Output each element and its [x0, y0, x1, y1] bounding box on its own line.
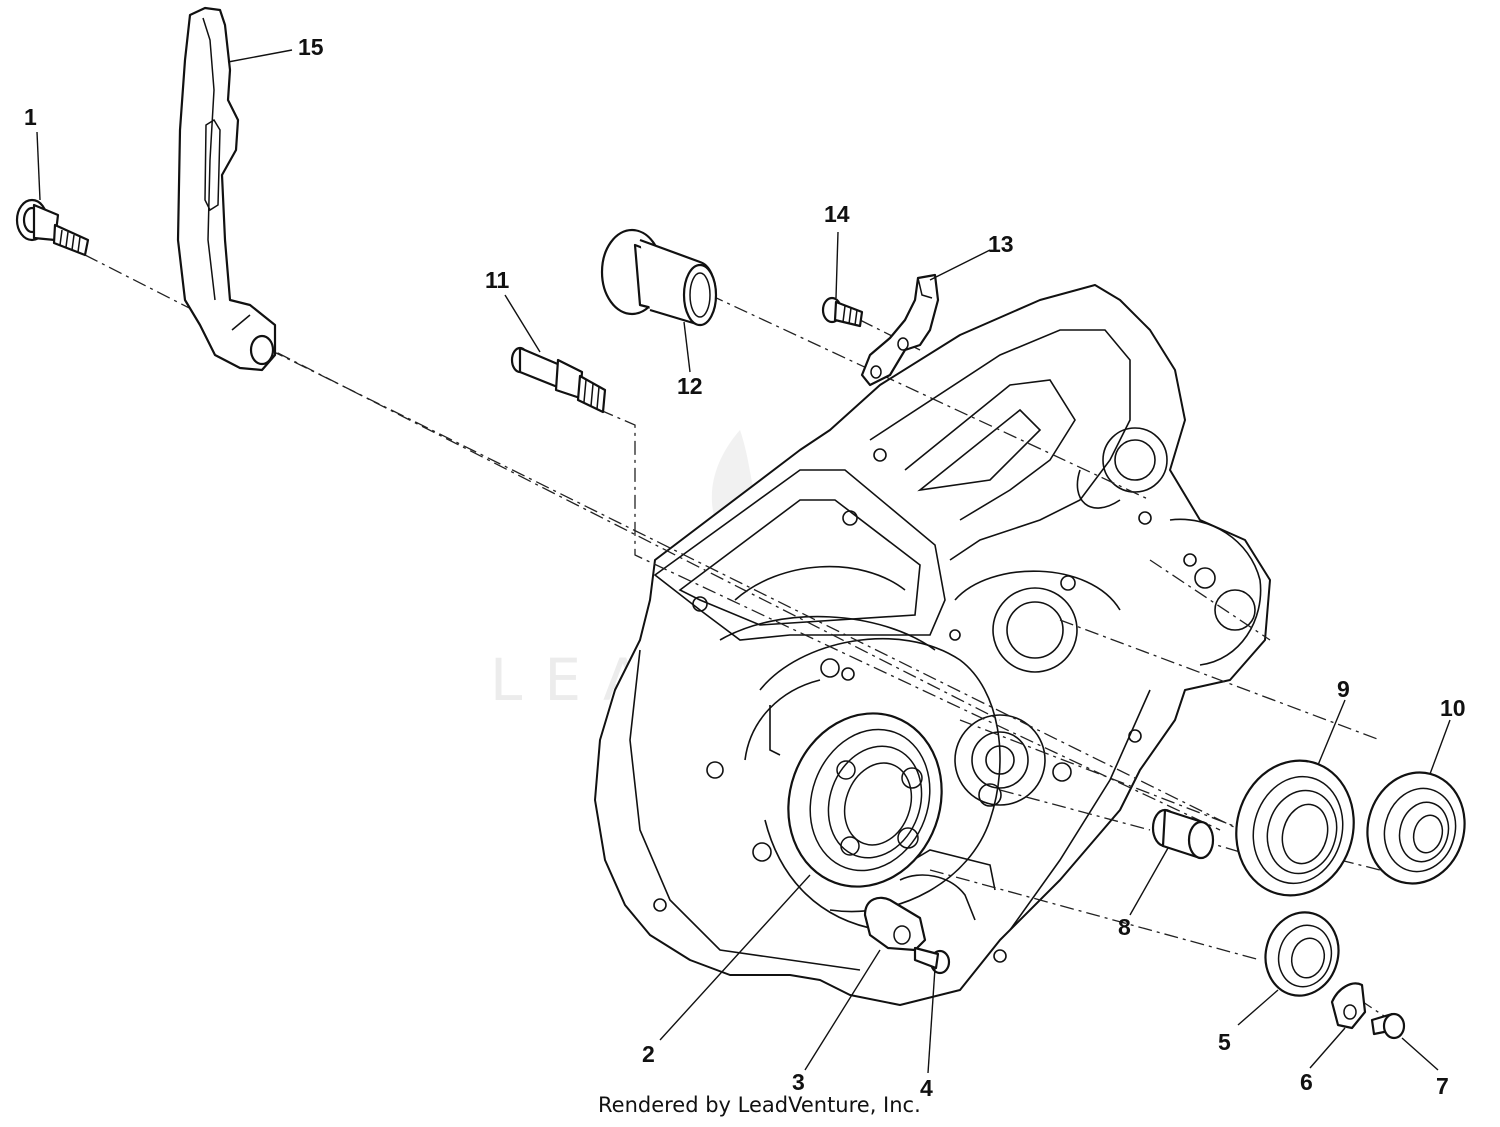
callout-5: 5 [1218, 1029, 1231, 1055]
callout-9: 9 [1337, 676, 1350, 702]
callout-12: 12 [677, 373, 703, 399]
callout-14: 14 [824, 201, 850, 227]
callout-6: 6 [1300, 1069, 1313, 1095]
part-6-clamp [1330, 982, 1367, 1030]
callout-2: 2 [642, 1041, 655, 1067]
callouts: 1 2 3 4 5 6 7 8 9 10 11 12 13 14 15 [24, 34, 1466, 1101]
part-5-bearing [1264, 911, 1340, 997]
crankcase-half [594, 284, 1271, 1006]
part-13-plate [860, 273, 940, 387]
callout-10: 10 [1440, 695, 1466, 721]
part-1-bolt [15, 198, 90, 257]
callout-1: 1 [24, 104, 37, 130]
callout-13: 13 [988, 231, 1014, 257]
callout-8: 8 [1118, 914, 1131, 940]
part-2-bearing [787, 712, 943, 888]
part-15-chain-guide [176, 6, 277, 372]
part-4-screw [913, 946, 951, 975]
part-14-screw [821, 296, 864, 328]
callout-11: 11 [485, 267, 510, 293]
callout-7: 7 [1436, 1073, 1449, 1099]
part-12-bushing [600, 228, 718, 327]
callout-4: 4 [920, 1075, 933, 1101]
part-8-sleeve [1151, 808, 1215, 860]
footer-credit: Rendered by LeadVenture, Inc. [598, 1093, 921, 1117]
callout-3: 3 [792, 1069, 805, 1095]
leader-lines [36, 49, 1451, 1074]
part-9-bearing [1235, 759, 1355, 897]
part-7-screw [1370, 1012, 1406, 1040]
part-3-clamp [863, 896, 927, 952]
callout-15: 15 [298, 34, 324, 60]
part-10-bearing [1366, 771, 1466, 885]
part-11-stud [510, 346, 607, 414]
